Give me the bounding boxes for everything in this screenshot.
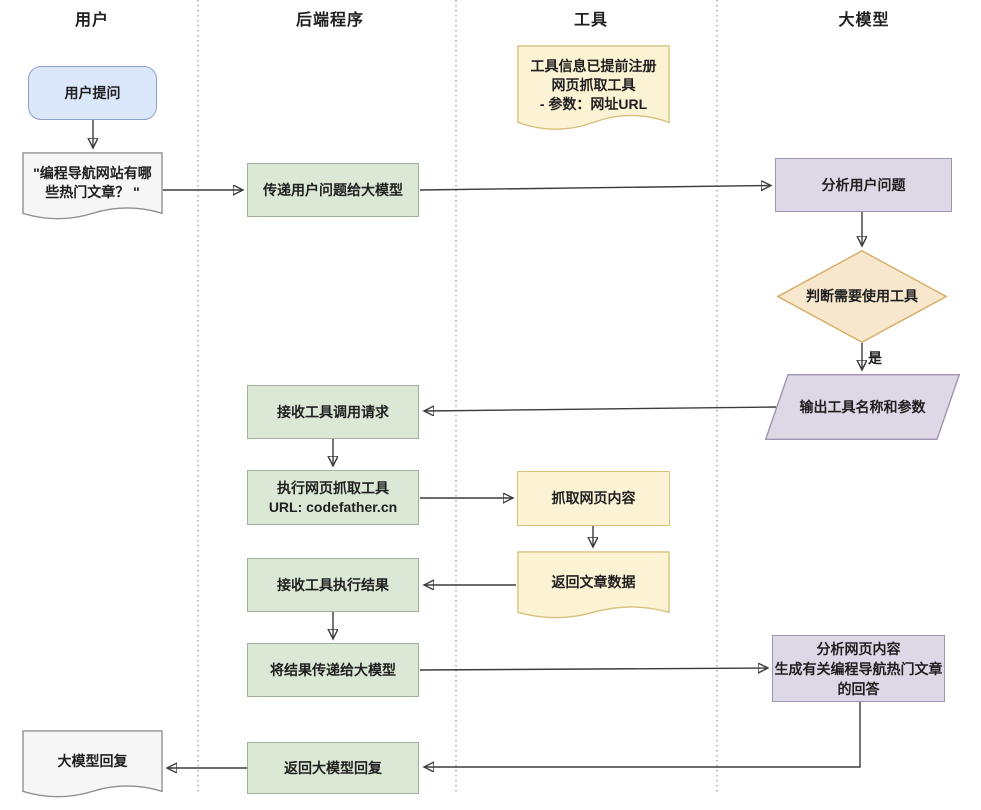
node-exec-tool: 执行网页抓取工具 URL: codefather.cn [247,470,419,525]
document-shape-icon [22,152,163,220]
arrow-pass-result-to-analyze-content [419,668,768,670]
node-article-doc-text: 返回文章数据 [517,573,670,604]
node-receive-call-label: 接收工具调用请求 [277,403,389,420]
document-shape-icon [22,730,163,798]
node-question-doc-text: "编程导航网站有哪些热门文章？ " [22,164,163,214]
node-reply-doc: 大模型回复 [22,730,163,804]
node-output-tool-label: 输出工具名称和参数 [799,398,926,415]
exec-tool-line-2: URL: codefather.cn [268,498,398,515]
node-receive-call: 接收工具调用请求 [247,385,419,439]
arrow-pass-question-to-analyze-question [419,186,771,191]
node-analyze-question: 分析用户问题 [775,158,952,212]
lane-title-model: 大模型 [838,12,890,29]
node-user-ask-label: 用户提问 [64,84,121,101]
node-reply-doc-label: 大模型回复 [57,752,128,769]
node-pass-question: 传递用户问题给大模型 [247,163,419,217]
node-tool-info-doc: 工具信息已提前注册 网页抓取工具 - 参数：网址URL [517,45,670,138]
node-receive-result-label: 接收工具执行结果 [277,576,389,593]
node-question-doc: "编程导航网站有哪些热门文章？ " [22,152,163,226]
node-pass-result-label: 将结果传递给大模型 [270,661,396,678]
node-scrape-content: 抓取网页内容 [517,471,670,526]
node-analyze-question-label: 分析用户问题 [821,176,906,193]
node-output-tool: 输出工具名称和参数 [765,374,960,440]
node-receive-result: 接收工具执行结果 [247,558,419,612]
tool-info-line-2: 网页抓取工具 [551,77,636,93]
exec-tool-line-1: 执行网页抓取工具 [277,479,389,496]
node-decide-tool-text: 判断需要使用工具 [777,287,947,306]
lane-title-backend: 后端程序 [295,12,365,29]
node-question-doc-label: "编程导航网站有哪些热门文章？ " [33,165,152,200]
diamond-shape-icon [777,250,947,343]
tool-info-line-1: 工具信息已提前注册 [530,58,657,74]
document-shape-icon [517,551,670,619]
node-scrape-content-label: 抓取网页内容 [551,490,636,506]
analyze-content-line-3: 的回答 [837,680,880,697]
node-return-reply-label: 返回大模型回复 [284,759,382,776]
node-pass-result: 将结果传递给大模型 [247,643,419,697]
parallelogram-shape-icon [765,374,960,440]
analyze-content-line-1: 分析网页内容 [816,640,901,657]
lane-title-user: 用户 [74,12,110,29]
analyze-content-line-2: 生成有关编程导航热门文章 [774,660,943,677]
node-analyze-content: 分析网页内容 生成有关编程导航热门文章 的回答 [772,635,945,702]
arrow-output-tool-to-receive-call [424,407,777,411]
node-pass-question-label: 传递用户问题给大模型 [263,181,403,198]
edge-label-yes: 是 [868,350,882,366]
document-shape-icon [517,45,670,130]
node-decide-tool: 判断需要使用工具 [777,250,947,343]
node-reply-doc-text: 大模型回复 [22,752,163,783]
node-decide-tool-label: 判断需要使用工具 [806,288,918,304]
node-article-doc: 返回文章数据 [517,551,670,625]
lane-title-tool: 工具 [573,12,609,29]
node-article-doc-label: 返回文章数据 [551,573,636,590]
node-return-reply: 返回大模型回复 [247,742,419,794]
node-tool-info-doc-text: 工具信息已提前注册 网页抓取工具 - 参数：网址URL [517,57,670,126]
tool-info-line-3: - 参数：网址URL [539,96,648,112]
node-output-tool-text: 输出工具名称和参数 [765,398,960,417]
arrow-analyze-content-to-return-reply [424,702,861,767]
node-user-ask: 用户提问 [28,66,157,120]
